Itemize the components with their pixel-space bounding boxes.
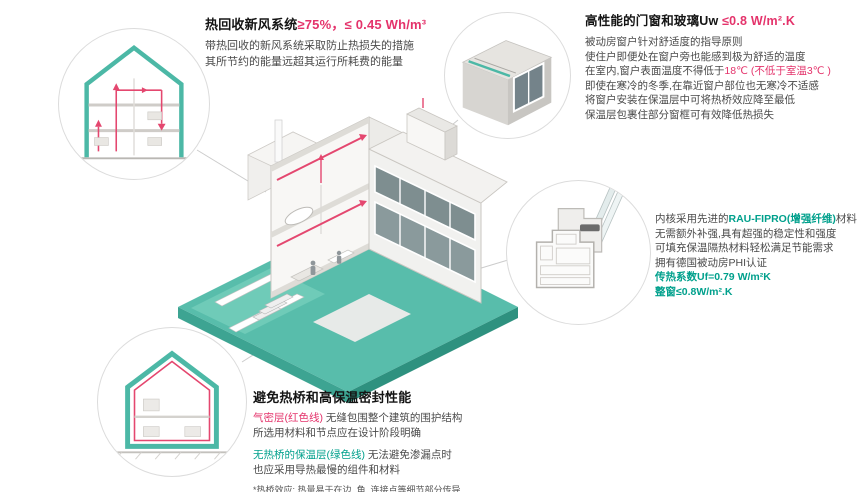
ground-base-side-right xyxy=(348,307,518,403)
central-house-illustration xyxy=(163,70,535,405)
ventilation-line-2: 其所节约的能量远超其运行所耗费的能量 xyxy=(205,56,403,68)
profile-uw-value: 整窗≤0.8W/m².K xyxy=(655,285,733,298)
person-figures xyxy=(310,250,342,275)
terrace-steps xyxy=(252,293,294,321)
profile-line-1-post: 材料 xyxy=(835,213,857,225)
window-text-block: 高性能的门窗和玻璃Uw ≤0.8 W/m².K 被动房窗户针对舒适度的指导原则 … xyxy=(585,13,862,122)
window-detail-callout xyxy=(444,12,571,139)
airtight-layer-label: 气密层(红色线) xyxy=(253,412,323,424)
window-line-4: 即使在寒冷的冬季,在靠近窗户部位也无寒冷不适感 xyxy=(585,79,819,92)
profile-line-3: 可填充保温隔热材料轻松满足节能需求 xyxy=(655,242,834,254)
thermal-line-1-rest: 无缝包围整个建筑的围护结构 xyxy=(323,412,463,424)
profile-uf-value: 传热系数Uf=0.79 W/m²K xyxy=(655,271,771,283)
window-line-5: 将窗户安装在保温层中可将热桥效应降至最低 xyxy=(585,94,795,106)
window-mullions xyxy=(399,178,451,270)
window-title-value: ≤0.8 W/m².K xyxy=(718,14,796,28)
ventilation-callout xyxy=(58,28,210,180)
ventilation-title: 热回收新风系统≥75%，≤ 0.45 Wh/m³ xyxy=(205,16,477,33)
window-line-3: 在室内,窗户表面温度不得低于18℃ (不低于室温3℃ ) xyxy=(585,64,862,79)
profile-body xyxy=(535,229,595,289)
profile-line-1-material: RAU-FIPRO(增强纤维) xyxy=(728,213,836,225)
airtight-layer-line xyxy=(133,360,211,442)
airflow-arrowheads xyxy=(95,83,166,131)
isometric-house-cutaway-icon xyxy=(178,98,518,403)
chimney xyxy=(274,119,283,163)
gasket xyxy=(579,224,600,232)
thermal-line-2: 所选用材料和节点应在设计阶段明确 xyxy=(253,426,421,439)
thermal-line-3: 无热桥的保温层(绿色线) 无法避免渗漏点时 xyxy=(253,448,565,463)
profile-line-1: 内核采用先进的RAU-FIPRO(增强纤维)材料 xyxy=(655,212,865,227)
ground-base-side-left xyxy=(178,307,348,403)
window-line-6: 保温层包裹住部分窗框可有效降低热损失 xyxy=(585,108,774,121)
profile-chambers xyxy=(540,233,591,285)
window-line-1: 被动房窗户针对舒适度的指导原则 xyxy=(585,36,743,48)
insulation-callout xyxy=(97,327,247,477)
window-profile-callout xyxy=(506,180,651,325)
ventilation-title-label: 热回收新风系统 xyxy=(205,17,298,32)
thermal-line-1: 气密层(红色线) 无缝包围整个建筑的围护结构 xyxy=(253,411,565,426)
insulation-layer-line xyxy=(125,350,219,449)
window-line-3-note: (不低于室温3℃ ) xyxy=(747,65,831,77)
thermal-line-4: 也应采用导热最慢的组件和材料 xyxy=(253,463,400,476)
window-line-3-temp: 18℃ xyxy=(724,65,748,77)
insulation-layer-label: 无热桥的保温层(绿色线) xyxy=(253,449,365,461)
ventilation-title-value: ≥75%，≤ 0.45 Wh/m³ xyxy=(297,17,427,32)
ventilation-line-1: 带热回收的新风系统采取防止热损失的措施 xyxy=(205,40,414,52)
profile-line-2: 无需额外补强,具有超强的稳定性和强度 xyxy=(655,227,837,240)
window-title-label: 高性能的门窗和玻璃Uw xyxy=(585,14,719,28)
thermal-line-3-rest: 无法避免渗漏点时 xyxy=(365,449,452,461)
profile-line-1-pre: 内核采用先进的 xyxy=(655,213,729,225)
house-cross-section-insulation-icon xyxy=(113,350,231,460)
thermal-footnote: *热桥效应: 热量易于在边, 角, 连接点等细节部分传导 xyxy=(253,485,461,492)
window-title: 高性能的门窗和玻璃Uw ≤0.8 W/m².K xyxy=(585,13,862,30)
profile-line-4: 拥有德国被动房PHI认证 xyxy=(655,256,768,269)
thermal-title: 避免热桥和高保温密封性能 xyxy=(253,390,412,405)
window-line-3-gray: 在室内,窗户表面温度不得低于 xyxy=(585,65,725,77)
window-corner-detail-icon xyxy=(461,40,553,126)
pvc-profile-icon xyxy=(535,183,626,289)
house-cross-section-ventilation-icon xyxy=(80,44,188,160)
insulation-layer-line xyxy=(468,60,511,78)
window-line-2: 使住户即便处在窗户旁也能感到极为舒适的温度 xyxy=(585,50,806,63)
ventilation-text-block: 热回收新风系统≥75%，≤ 0.45 Wh/m³ 带热回收的新风系统采取防止热损… xyxy=(205,16,477,70)
profile-text-block: 内核采用先进的RAU-FIPRO(增强纤维)材料 无需额外补强,具有超强的稳定性… xyxy=(655,212,865,299)
bathtub xyxy=(284,206,314,226)
airflow-arrows xyxy=(318,134,367,207)
thermal-text-block: 避免热桥和高保温密封性能 气密层(红色线) 无缝包围整个建筑的围护结构 所选用材… xyxy=(253,389,565,492)
